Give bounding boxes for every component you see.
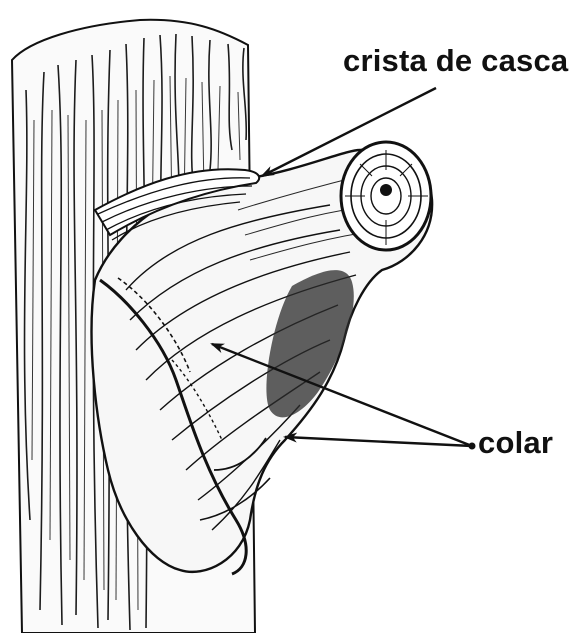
cut-end — [341, 142, 431, 250]
collar-arrow-lower — [285, 437, 472, 446]
bark-ridge-label: crista de casca — [343, 43, 569, 78]
collar-label: colar — [478, 425, 553, 460]
collar-arrow-junction — [469, 443, 476, 450]
